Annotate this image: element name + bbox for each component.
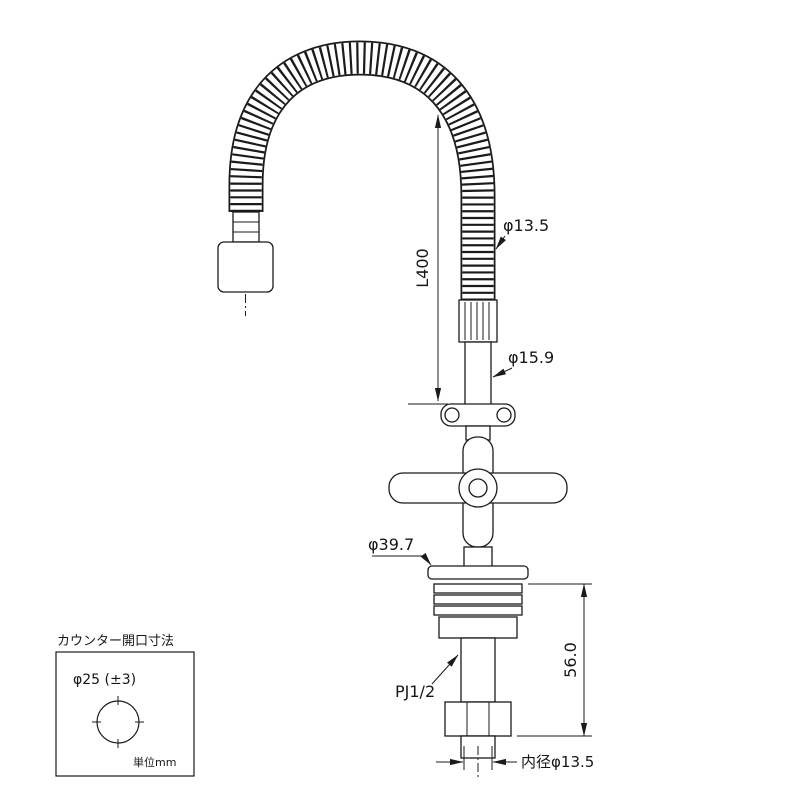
hose-diameter-label: φ13.5 [503,216,549,235]
hose-body [230,42,494,300]
counter-note-box [55,651,195,777]
inner-diameter-label: 内径φ13.5 [521,753,594,771]
counter-note-title: カウンター開口寸法 [57,634,174,649]
thread-spec-label: PJ1/2 [395,682,435,701]
counter-hole-diameter-label: φ25 (±3) [73,672,136,688]
connector-knurling [464,302,490,340]
hex-nut-facets [466,702,490,736]
swivel-left-screw [444,407,460,423]
hose-connector [458,299,498,407]
mounting-rib-1 [433,583,523,594]
counter-hole-center-ticks [92,696,144,748]
dimension-annotations: φ13.5 L400 φ15.9 φ39.7 56.0 PJ1/2 内径φ13.… [368,114,594,771]
base-flange [427,565,529,580]
hose-end-collar-ribs [233,221,259,233]
hose-end-collar [232,211,260,243]
thread-leader [431,654,459,685]
pipe-diameter-label: φ15.9 [508,348,554,367]
handle-hub-center [468,478,488,498]
hose-end-cap [217,241,274,293]
under-counter-height-label: 56.0 [561,642,580,678]
inner-diameter-extension-lines [463,746,493,770]
mounting-rib-3 [433,605,523,616]
swivel-right-screw [496,407,512,423]
unit-label: 単位mm [133,755,176,769]
mounting-rib-2 [433,594,523,605]
faucet-body [388,403,568,778]
hex-nut [444,701,512,737]
body-column [463,546,493,568]
hose-diameter-leader [495,235,506,250]
counter-opening-note: カウンター開口寸法 φ25 (±3) 単位mm [55,634,195,777]
flange-diameter-label: φ39.7 [368,535,414,554]
lock-nut [438,616,518,639]
flexible-hose [228,40,496,300]
riser-pipe [464,341,492,407]
pipe-diameter-leader [492,367,513,378]
hose-end-assembly [217,211,274,316]
hose-length-label: L400 [413,248,432,287]
threaded-shank [460,637,496,703]
flange-diameter-leader [372,552,432,566]
